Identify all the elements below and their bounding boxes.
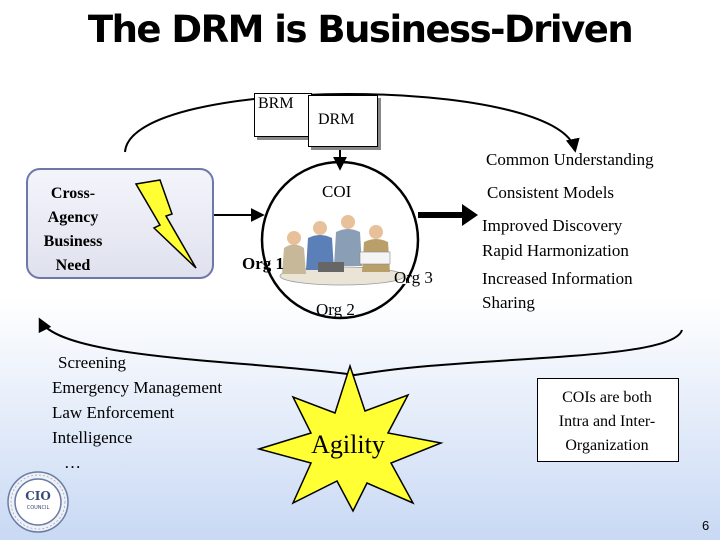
coi-note-box — [537, 378, 679, 462]
coi-circle — [260, 160, 420, 320]
common-understanding-label: Common Understanding — [486, 150, 654, 169]
top-loop-arc — [124, 93, 580, 153]
coi-label: COI — [322, 182, 352, 201]
page-title: The DRM is Business-Driven — [87, 8, 634, 51]
drm-document — [308, 95, 378, 147]
outcome-item: Increased Information — [482, 269, 633, 288]
org1-label: Org 1 — [242, 254, 285, 273]
brm-label: BRM — [258, 95, 294, 112]
org3-label: Org 3 — [394, 268, 433, 287]
seal-text-cio: CIO — [25, 489, 51, 503]
domain-item: Emergency Management — [52, 378, 223, 397]
page-number: 6 — [702, 518, 710, 533]
outcome-item: Rapid Harmonization — [482, 241, 629, 260]
people-meeting-illustration — [278, 212, 406, 286]
lightning-bolt-icon — [134, 179, 197, 269]
domain-item: Intelligence — [52, 428, 133, 447]
org2-label: Org 2 — [316, 300, 355, 319]
agility-star-icon — [256, 363, 444, 513]
consistent-models-label: Consistent Models — [487, 183, 615, 202]
bottom-loop-arc — [38, 317, 683, 377]
domain-item: Law Enforcement — [52, 403, 175, 422]
cross-agency-need-box — [26, 168, 214, 279]
domain-item: Screening — [58, 353, 126, 372]
brm-document — [254, 93, 312, 137]
drm-label: DRM — [318, 111, 355, 128]
coi-note-text: COIs are both Intra and Inter- Organizat… — [558, 389, 656, 454]
agility-label: Agility — [311, 430, 385, 459]
domains-list: Screening Emergency Management Law Enfor… — [52, 350, 222, 475]
seal-text-council: COUNCIL — [26, 505, 50, 511]
cio-council-seal — [7, 471, 69, 533]
outcome-item: Sharing — [482, 293, 535, 312]
outcome-item: Improved Discovery — [482, 216, 623, 235]
domain-item: … — [64, 453, 81, 472]
outcomes-list: Improved Discovery Rapid Harmonization I… — [482, 213, 633, 316]
cross-agency-need-text: Cross- Agency Business Need — [43, 185, 103, 274]
